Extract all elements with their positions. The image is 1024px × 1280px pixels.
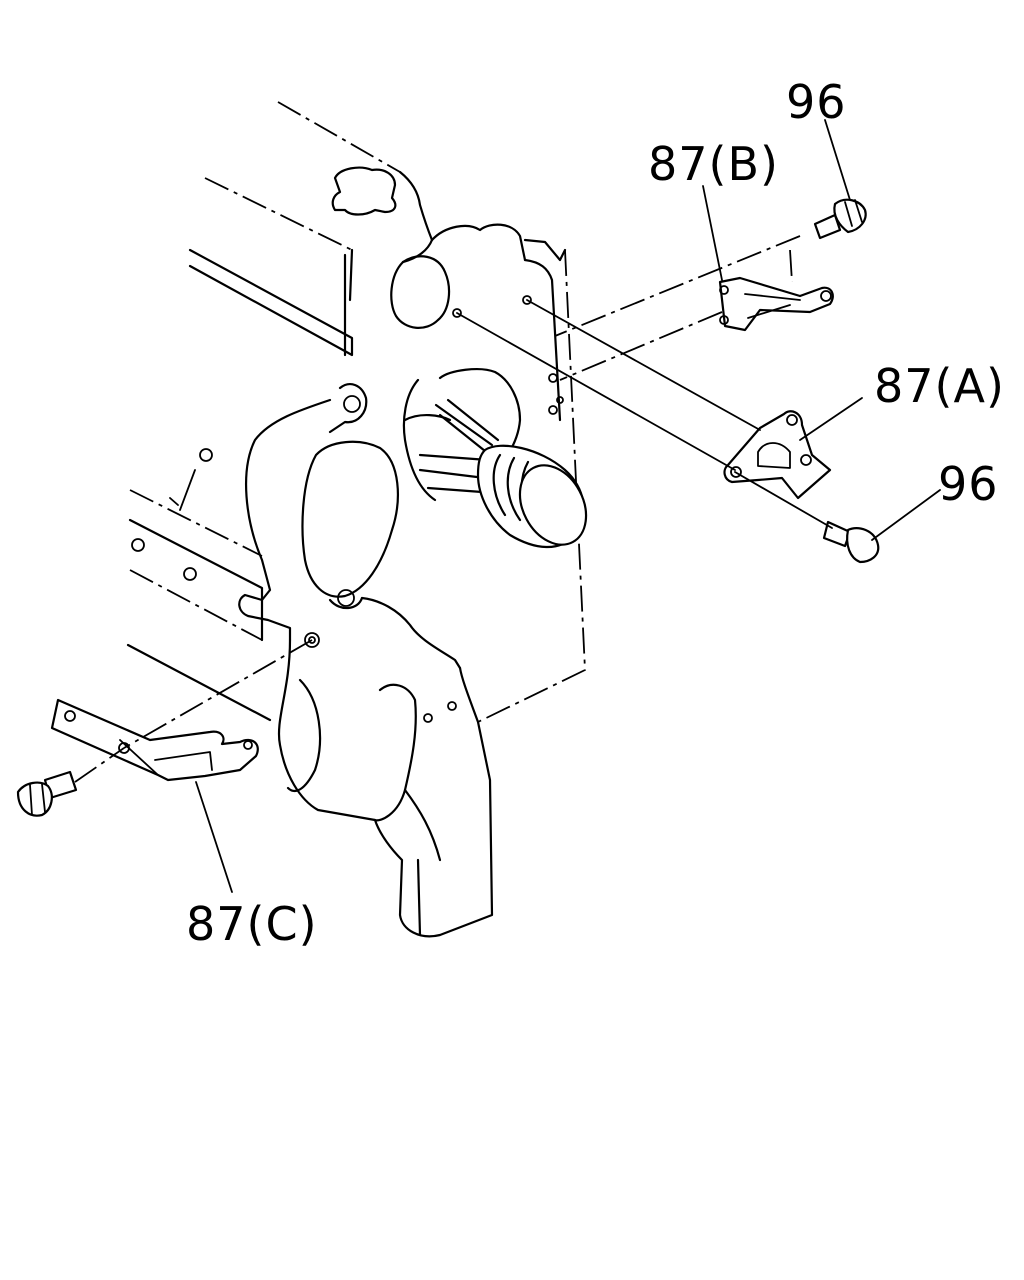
callout-bolt-lower: 96 [938, 457, 999, 511]
engine-block [126, 101, 586, 938]
leader-lines [195, 119, 941, 893]
assembly-guide-lines [74, 299, 833, 783]
bracket-87c [50, 698, 259, 782]
bracket-87b [554, 235, 834, 381]
bracket-87a [723, 410, 832, 500]
bolt-upper [813, 198, 867, 240]
callout-bracket-87c: 87(C) [186, 897, 318, 951]
callout-bolt-upper: 96 [786, 75, 847, 129]
callout-bracket-87a: 87(A) [874, 359, 1005, 413]
pulley-assembly [402, 368, 588, 549]
callout-bracket-87b: 87(B) [648, 137, 779, 191]
bolt-left [16, 770, 78, 817]
